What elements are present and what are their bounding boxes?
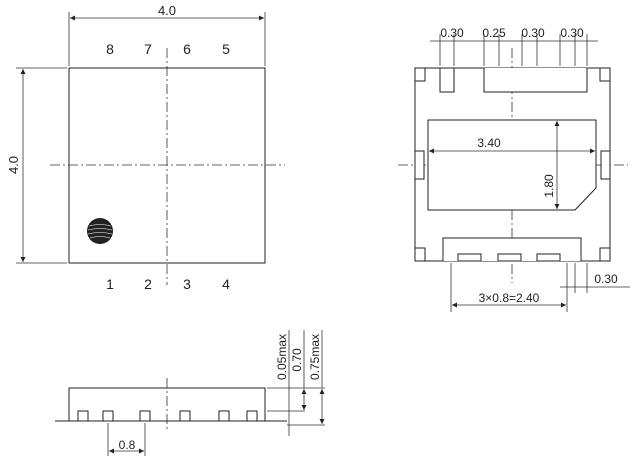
pin-label-8: 8 (106, 41, 114, 57)
pin-label-5: 5 (222, 41, 230, 57)
side-lead (102, 410, 114, 422)
pad-width-label: 3.40 (477, 136, 501, 150)
pin-label-6: 6 (183, 41, 191, 57)
lead-pad (457, 253, 482, 262)
pin-label-7: 7 (144, 41, 152, 57)
pin-label-4: 4 (222, 276, 230, 292)
pin-label-2: 2 (144, 276, 152, 292)
pin1-marker-hatch (87, 224, 113, 239)
side-lead (218, 410, 230, 422)
pin-label-1: 1 (106, 276, 114, 292)
standoff-label: 0.05max (275, 334, 289, 380)
top-view: 4.0 4.0 8 7 6 5 1 2 3 4 (6, 3, 285, 292)
lead-pad (483, 68, 588, 93)
pin-label-3: 3 (183, 276, 191, 292)
lead-pad (536, 253, 561, 262)
side-lead (139, 410, 151, 422)
total-height-label: 0.75max (308, 334, 322, 380)
pad-height-label: 1.80 (542, 174, 556, 198)
pitch-label: 3×0.8=2.40 (479, 291, 540, 305)
lead-width-label: 0.30 (594, 272, 618, 286)
side-lead (77, 410, 89, 422)
lead-pad (439, 67, 455, 93)
side-view: 0.8 0.05max 0.70 0.75max (55, 330, 325, 456)
corner-pad (415, 247, 426, 261)
lead-pad (497, 253, 522, 262)
corner-pad (599, 68, 610, 82)
corner-pad (599, 247, 610, 261)
corner-pad (415, 68, 426, 82)
pin1-marker (87, 218, 113, 244)
bottom-view: 0.30 0.25 0.30 0.30 3.40 1.80 3×0.8=2.40… (398, 26, 630, 312)
body-height-label: 0.70 (290, 348, 304, 372)
dim-0.30-a: 0.30 (440, 26, 464, 40)
top-height-label: 4.0 (6, 156, 21, 174)
dim-0.30-c: 0.30 (560, 26, 584, 40)
side-lead (179, 410, 191, 422)
side-pad (414, 150, 425, 180)
dim-0.25: 0.25 (482, 26, 506, 40)
dim-0.30-b: 0.30 (521, 26, 545, 40)
thermal-pad (427, 119, 597, 211)
top-width-label: 4.0 (158, 3, 176, 18)
side-pad (600, 150, 611, 180)
side-pitch-label: 0.8 (119, 438, 136, 452)
side-lead (246, 410, 258, 422)
